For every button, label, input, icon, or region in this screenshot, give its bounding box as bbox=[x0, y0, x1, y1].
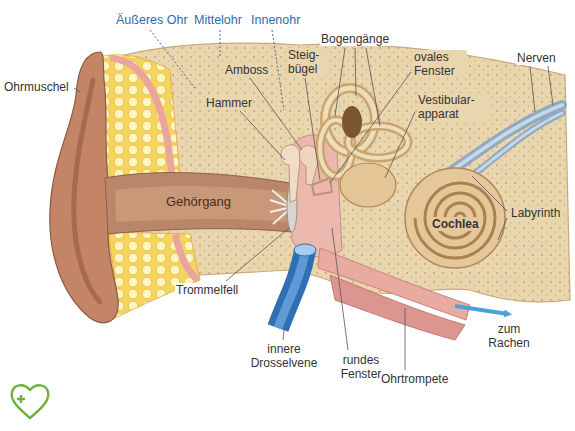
region-heading: Äußeres Ohr bbox=[115, 13, 189, 27]
region-heading: Mittelohr bbox=[193, 13, 243, 27]
part-label: zum Rachen bbox=[480, 322, 538, 350]
vestibule bbox=[340, 163, 396, 207]
part-label: Labyrinth bbox=[510, 206, 561, 220]
part-label: Nerven bbox=[516, 51, 557, 65]
skin-band bbox=[175, 234, 198, 280]
logo-heart bbox=[12, 385, 49, 418]
throat-muscle bbox=[330, 275, 465, 340]
part-label: Bogengänge bbox=[320, 32, 390, 46]
ear-canal bbox=[105, 173, 292, 234]
jugular-vein-shine bbox=[278, 252, 305, 328]
part-label: Ohrmuschel bbox=[3, 80, 70, 94]
fat-tissue bbox=[95, 55, 180, 178]
division-line bbox=[150, 30, 284, 110]
part-label: Trommelfell bbox=[175, 283, 239, 297]
auricle-fold bbox=[74, 80, 100, 302]
canal-cavity bbox=[342, 106, 362, 138]
part-label: Ohrtrompete bbox=[380, 372, 449, 386]
part-label: Steig- bügel bbox=[287, 48, 327, 76]
region-heading: Innenohr bbox=[250, 13, 301, 27]
cochlea-shell bbox=[405, 168, 505, 268]
part-label: Hammer bbox=[205, 96, 253, 110]
hammer-bone bbox=[281, 145, 300, 202]
cochlea-spiral bbox=[415, 183, 495, 258]
stirrup-bone bbox=[312, 178, 332, 195]
leader-line bbox=[74, 48, 553, 370]
part-label: Vestibular- apparat bbox=[417, 93, 489, 121]
part-label: innere Drosselvene bbox=[246, 342, 322, 370]
part-label: Cochlea bbox=[431, 217, 480, 231]
jugular-vein-top bbox=[294, 244, 316, 256]
part-label: Amboss bbox=[224, 63, 269, 77]
ear-canal-inner bbox=[115, 186, 287, 222]
skin-band bbox=[110, 58, 172, 178]
part-label: ovales Fenster bbox=[413, 50, 467, 78]
jugular-vein bbox=[278, 250, 305, 328]
fat-tissue bbox=[108, 232, 200, 318]
throat-arrow bbox=[455, 306, 508, 314]
part-label: rundes Fenster bbox=[333, 353, 389, 381]
part-label: Gehörgang bbox=[165, 195, 232, 209]
